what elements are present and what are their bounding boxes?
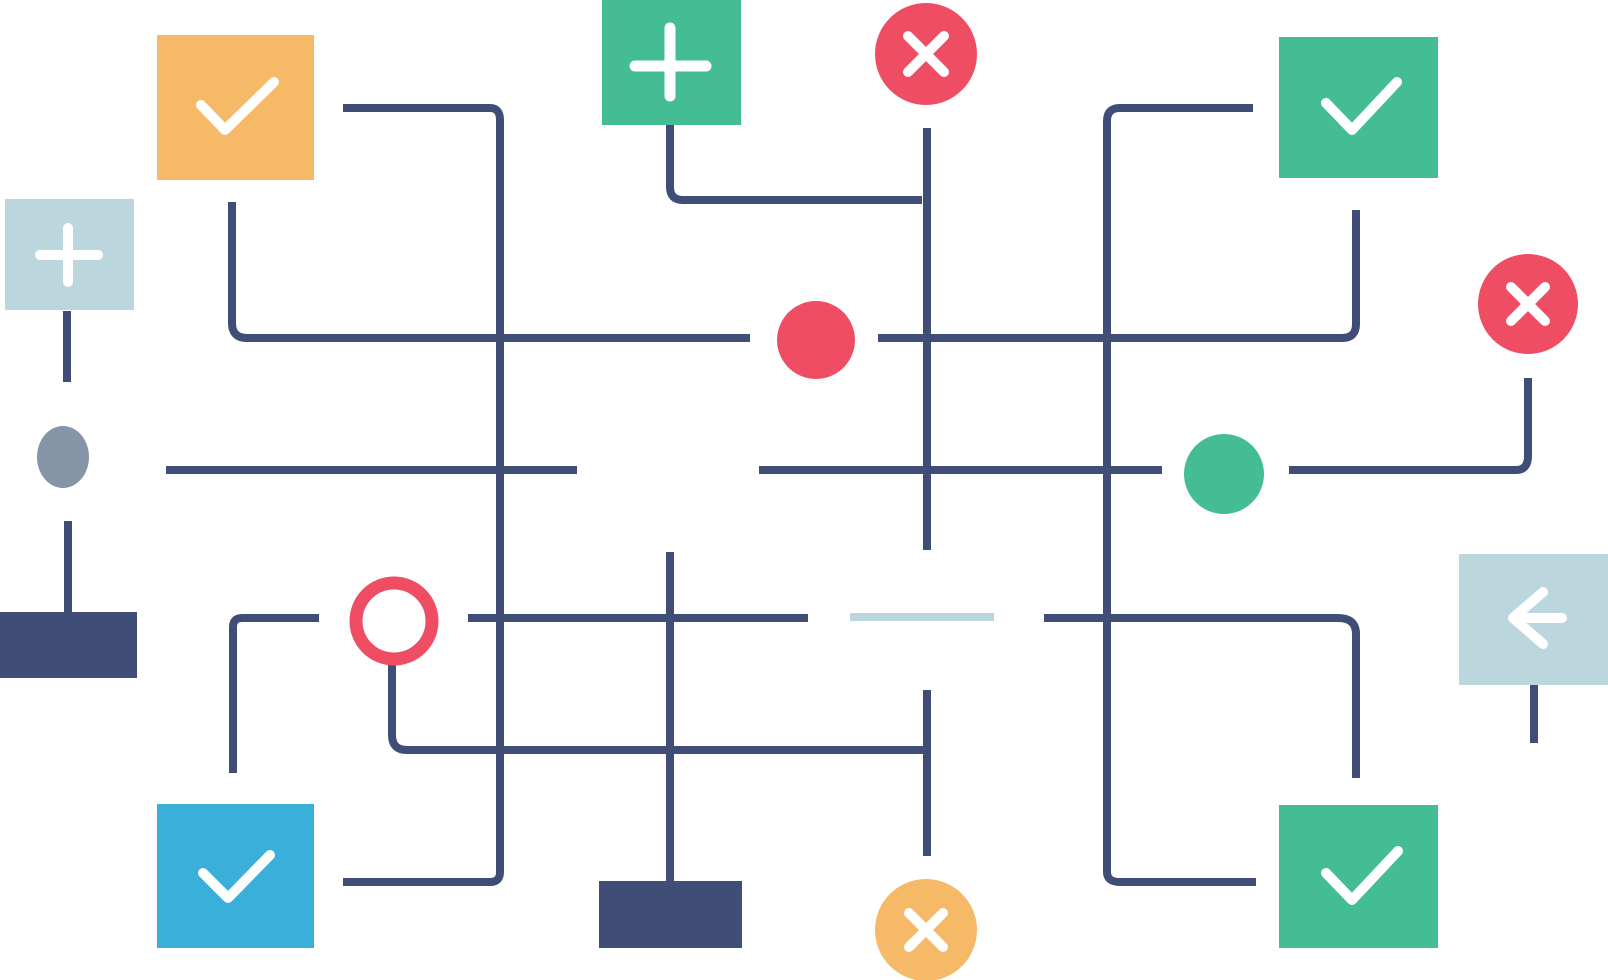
connector-line: [1289, 378, 1532, 474]
x-circle-orange-bottom: [875, 879, 977, 980]
block-navy-bottom: [599, 881, 742, 948]
plus-box-pale-left: [5, 199, 134, 310]
ring-red-left: [349, 576, 439, 666]
check-icon: [198, 850, 275, 903]
connector-line: [1103, 104, 1256, 886]
plus-icon: [629, 22, 712, 102]
x-circle-red-right: [1478, 254, 1578, 354]
arrow-left-icon: [1508, 587, 1567, 649]
check-box-green-bottom-right: [1279, 805, 1438, 948]
check-box-green-top-right: [1279, 37, 1438, 178]
check-icon: [1321, 846, 1403, 905]
x-icon: [1506, 282, 1550, 326]
plus-icon: [35, 223, 103, 287]
x-icon: [903, 31, 949, 77]
connector-line: [878, 210, 1360, 342]
check-icon: [1321, 77, 1402, 135]
dot-green-right: [1184, 434, 1264, 514]
x-circle-red-top: [875, 3, 977, 105]
arrow-box-pale-right: [1459, 554, 1608, 685]
connector-line: [388, 664, 925, 754]
x-icon: [904, 908, 948, 952]
connector-line: [229, 614, 319, 773]
connector-line: [1044, 614, 1360, 778]
connector-line: [228, 202, 750, 342]
check-box-blue: [157, 804, 314, 948]
block-navy-left: [0, 612, 137, 678]
connector-lines: [63, 104, 1538, 886]
plus-box-green-top: [602, 0, 741, 125]
connector-line: [666, 125, 922, 204]
check-box-orange: [157, 35, 314, 180]
dot-red-center: [777, 301, 855, 379]
check-icon: [196, 77, 279, 135]
connector-line: [343, 104, 504, 886]
dot-grey-left: [37, 426, 89, 488]
